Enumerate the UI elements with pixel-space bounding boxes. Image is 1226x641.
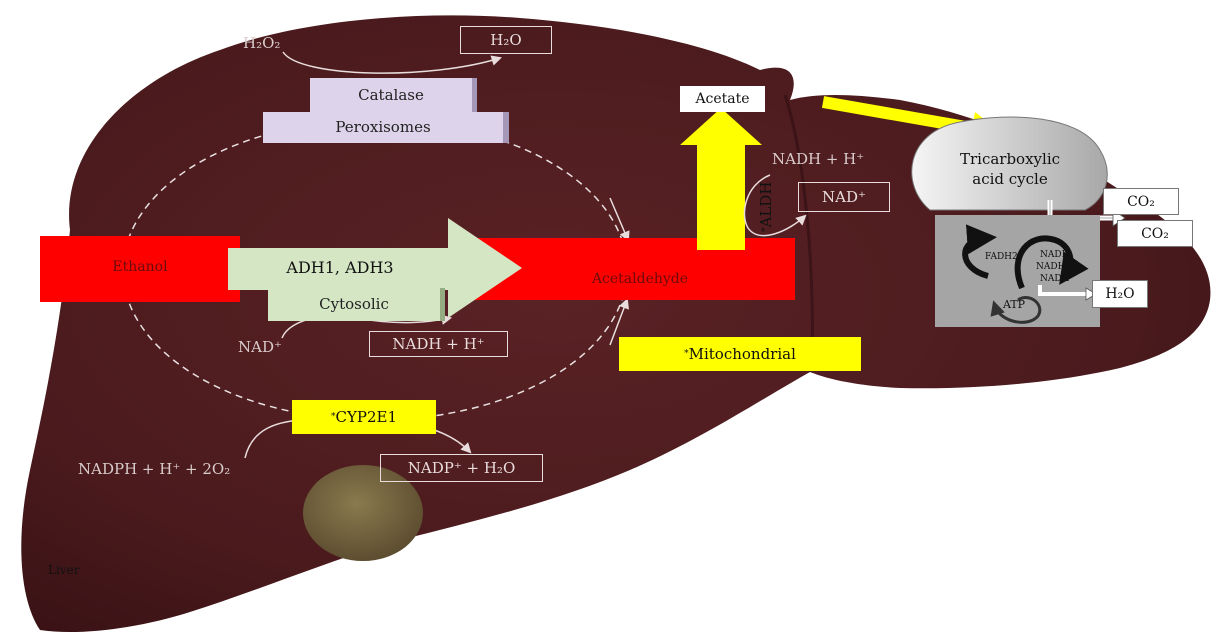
adh-label: ADH1, ADH3 — [240, 258, 440, 277]
mitochondrial-label: Mitochondrial — [689, 345, 796, 363]
cyp2e1-label: CYP2E1 — [335, 408, 397, 426]
nadh-label-1: NADH — [1040, 250, 1069, 260]
cytosolic-box-shadow — [440, 288, 445, 321]
aldh-asterisk: * — [761, 228, 771, 233]
cytosolic-label: Cytosolic — [268, 295, 440, 313]
catalase-box-shadow — [472, 78, 477, 112]
nadp-h2o-box: NADP⁺ + H₂O — [380, 454, 543, 482]
h2o-product-box: H₂O — [460, 26, 552, 54]
peroxisomes-label: Peroxisomes — [263, 118, 503, 136]
catalase-label: Catalase — [310, 86, 472, 104]
water-box: H₂O — [1092, 280, 1148, 308]
mito-nad-box: NAD⁺ — [798, 182, 890, 212]
peroxisomes-box-shadow — [503, 112, 509, 143]
atp-label: ATP — [1003, 298, 1025, 311]
mito-nadh-label: NADH + H⁺ — [772, 150, 864, 168]
co2-box-1: CO₂ — [1103, 188, 1179, 215]
co2-box-2: CO₂ — [1117, 220, 1193, 247]
h2o2-label: H₂O₂ — [243, 34, 280, 52]
cytosol-nadh-box: NADH + H⁺ — [369, 331, 508, 357]
aldh-text: ALDH — [757, 182, 775, 228]
mitochondrial-box: * Mitochondrial — [619, 337, 861, 371]
nadh-label-2: NADH — [1036, 262, 1065, 272]
acetate-box: Acetate — [680, 86, 765, 112]
liver-label: Liver — [48, 563, 79, 577]
cytosol-nad-label: NAD⁺ — [238, 338, 282, 356]
fadh2-label: FADH2 — [985, 252, 1018, 262]
cyp2e1-box: * CYP2E1 — [292, 400, 436, 434]
tca-title-2: acid cycle — [920, 170, 1100, 188]
nadh-label-3: NADH — [1040, 274, 1069, 284]
acetaldehyde-label: Acetaldehyde — [530, 271, 750, 287]
ethanol-label: Ethanol — [40, 259, 240, 275]
tca-title-1: Tricarboxylic — [920, 150, 1100, 168]
nadph-label: NADPH + H⁺ + 2O₂ — [78, 460, 230, 478]
